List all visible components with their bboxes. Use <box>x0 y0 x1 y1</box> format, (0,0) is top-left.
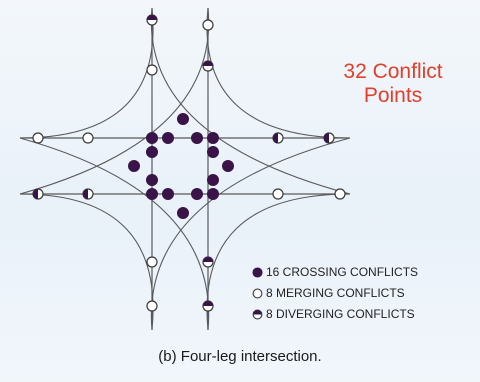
crossing-conflict-point <box>128 160 140 172</box>
diverging-conflict-point <box>202 60 214 72</box>
merging-conflict-point <box>334 188 346 200</box>
diverging-conflict-point <box>323 132 335 144</box>
legend-label: 8 DIVERGING CONFLICTS <box>266 307 415 321</box>
crossing-conflict-point <box>191 132 203 144</box>
title-line-2: Points <box>363 84 423 107</box>
half-filled-circle-icon <box>252 309 263 320</box>
turn-curve <box>19 7 154 139</box>
filled-circle-icon <box>252 267 263 278</box>
crossing-conflict-point <box>207 146 219 158</box>
legend-item-crossing: 16 CROSSING CONFLICTS <box>252 262 418 283</box>
title-line-1: 32 Conflict <box>343 60 443 83</box>
turn-curve <box>19 7 210 195</box>
figure-caption: (b) Four-leg intersection. <box>158 348 322 365</box>
diverging-conflict-point <box>202 300 214 312</box>
diverging-conflict-point <box>32 188 44 200</box>
crossing-conflict-point <box>207 132 219 144</box>
crossing-conflict-point <box>191 188 203 200</box>
turn-curve <box>150 137 351 331</box>
crossing-conflict-point <box>177 207 189 219</box>
diverging-conflict-points <box>32 14 335 312</box>
crossing-conflict-point <box>207 188 219 200</box>
crossing-conflict-point <box>162 132 174 144</box>
turn-curve <box>19 193 154 331</box>
legend-label: 8 MERGING CONFLICTS <box>266 286 405 300</box>
merging-conflict-point <box>146 300 158 312</box>
crossing-conflict-point <box>162 188 174 200</box>
crossing-conflict-point <box>146 174 158 186</box>
diagram-title: 32 Conflict Points <box>318 60 468 108</box>
merging-conflict-point <box>32 132 44 144</box>
diverging-conflict-point <box>82 188 94 200</box>
crossing-conflict-point <box>146 188 158 200</box>
diverging-conflict-point <box>272 132 284 144</box>
crossing-conflict-point <box>222 160 234 172</box>
turn-curve <box>150 7 351 195</box>
diverging-conflict-point <box>146 14 158 26</box>
legend-item-diverging: 8 DIVERGING CONFLICTS <box>252 304 418 325</box>
merging-conflict-point <box>146 256 158 268</box>
legend: 16 CROSSING CONFLICTS 8 MERGING CONFLICT… <box>252 262 418 325</box>
merging-conflict-point <box>146 64 158 76</box>
legend-item-merging: 8 MERGING CONFLICTS <box>252 283 418 304</box>
crossing-conflict-point <box>146 132 158 144</box>
crossing-conflict-point <box>146 146 158 158</box>
merging-conflict-point <box>272 188 284 200</box>
diverging-conflict-point <box>202 256 214 268</box>
merging-conflict-point <box>82 132 94 144</box>
crossing-conflict-point <box>207 174 219 186</box>
legend-label: 16 CROSSING CONFLICTS <box>266 265 419 279</box>
merging-conflict-point <box>202 19 214 31</box>
open-circle-icon <box>252 288 263 299</box>
crossing-conflict-point <box>177 113 189 125</box>
turn-curve <box>19 137 210 331</box>
